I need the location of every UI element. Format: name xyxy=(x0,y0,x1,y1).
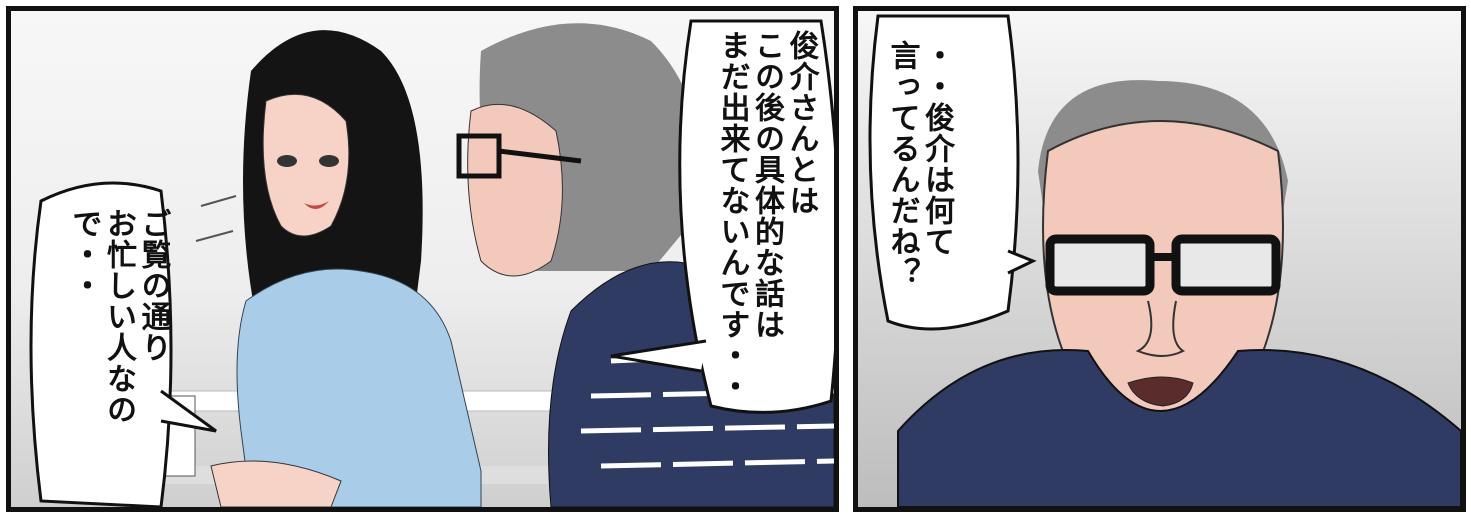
man-nose xyxy=(1135,300,1185,357)
speech-text-1: 俊介さんとは この後の具体的な話は まだ出来てないんです・・ xyxy=(714,30,819,410)
woman-eye-left xyxy=(277,155,297,167)
speech-line: お忙しい人なので・・ xyxy=(66,208,137,425)
woman-arm xyxy=(210,460,342,507)
speech-line: ・・俊介は何て xyxy=(919,40,954,257)
glasses-arm xyxy=(498,148,582,164)
woman-face xyxy=(262,93,350,237)
man-mouth xyxy=(1127,376,1194,407)
speech-line: まだ出来てないんです・・ xyxy=(714,30,750,402)
woman-eye-right xyxy=(319,155,339,167)
glasses-left-lens xyxy=(1045,234,1155,296)
speech-line: 俊介さんとは xyxy=(783,30,819,216)
speech-bubble-1 xyxy=(678,19,834,414)
woman-shirt xyxy=(236,268,482,507)
speech-bubble-1-tail xyxy=(610,339,707,373)
panel-right-illustration xyxy=(858,11,1461,507)
speech-text-3: ・・俊介は何て 言ってるんだね？ xyxy=(884,40,955,300)
speech-text-2: ご覧の通り お忙しい人なので・・ xyxy=(66,208,171,508)
glasses-right-lens xyxy=(1171,234,1281,296)
man-shirt xyxy=(897,349,1461,507)
speech-bubble-3-tail xyxy=(1007,249,1037,275)
man-glasses xyxy=(456,133,502,179)
woman-mouth xyxy=(304,201,329,210)
motion-lines xyxy=(195,195,237,242)
speech-line: ご覧の通り xyxy=(135,208,171,363)
man-face-profile xyxy=(467,103,563,277)
speech-line: この後の具体的な話は xyxy=(749,30,784,340)
manga-panel-right xyxy=(853,6,1466,512)
speech-bubble-2-tail xyxy=(160,389,217,433)
panel-left-illustration xyxy=(11,11,834,507)
speech-bubble-3 xyxy=(868,14,1020,331)
speech-line: 言ってるんだね？ xyxy=(884,40,920,288)
manga-panel-left xyxy=(6,6,839,512)
